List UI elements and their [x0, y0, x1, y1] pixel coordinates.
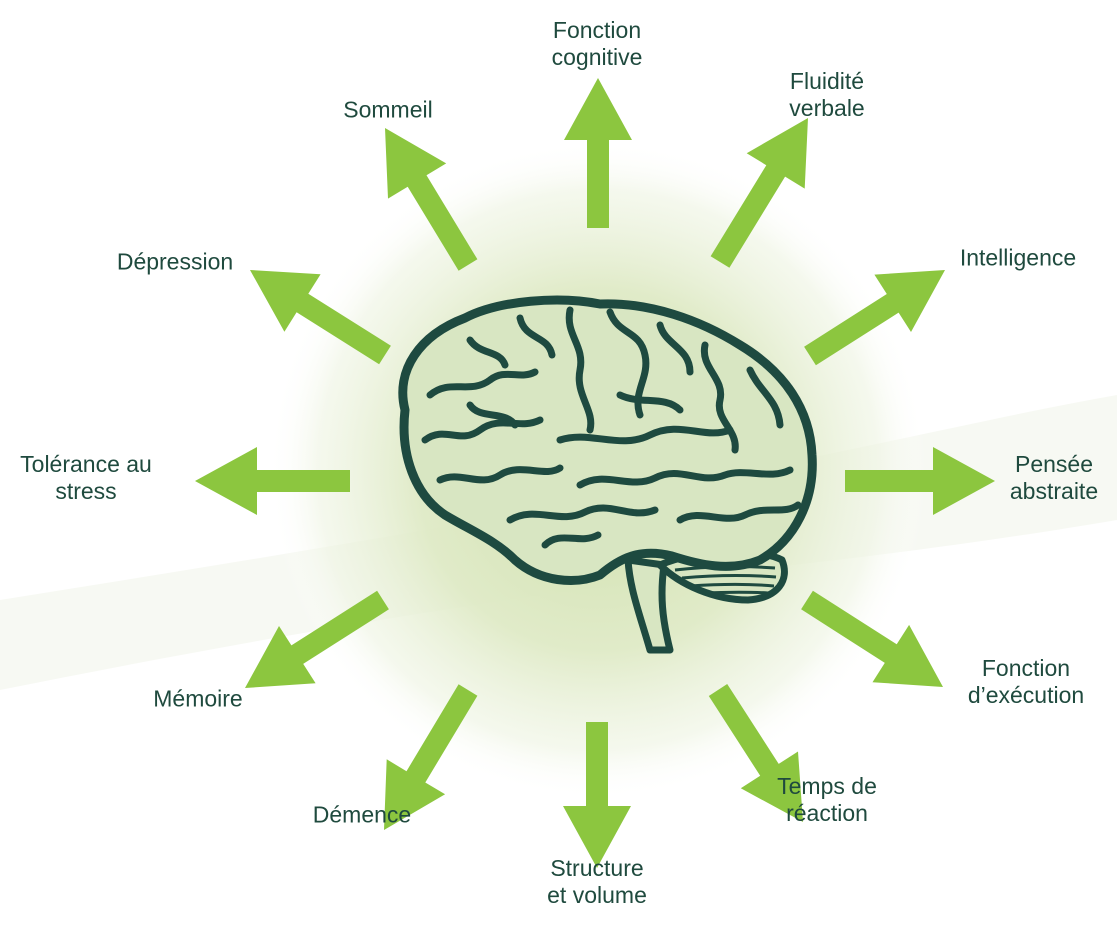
- label-line: et volume: [547, 882, 647, 909]
- label-line: stress: [20, 478, 152, 505]
- label-line: Démence: [313, 802, 411, 829]
- label-line: abstraite: [1010, 478, 1098, 505]
- label-line: cognitive: [552, 44, 643, 71]
- label-line: Fonction: [968, 655, 1084, 682]
- label-intelligence: Intelligence: [960, 245, 1076, 272]
- label-depression: Dépression: [117, 249, 233, 276]
- label-line: Structure: [547, 855, 647, 882]
- label-sommeil: Sommeil: [343, 97, 432, 124]
- label-line: Tolérance au: [20, 451, 152, 478]
- label-demence: Démence: [313, 802, 411, 829]
- label-line: réaction: [777, 800, 877, 827]
- label-line: Temps de: [777, 773, 877, 800]
- label-line: Sommeil: [343, 97, 432, 124]
- label-line: Pensée: [1010, 451, 1098, 478]
- label-line: Fonction: [552, 17, 643, 44]
- label-line: Mémoire: [153, 686, 242, 713]
- label-line: Fluidité: [789, 68, 864, 95]
- label-memoire: Mémoire: [153, 686, 242, 713]
- label-line: Intelligence: [960, 245, 1076, 272]
- label-line: d’exécution: [968, 682, 1084, 709]
- label-line: Dépression: [117, 249, 233, 276]
- label-line: verbale: [789, 95, 864, 122]
